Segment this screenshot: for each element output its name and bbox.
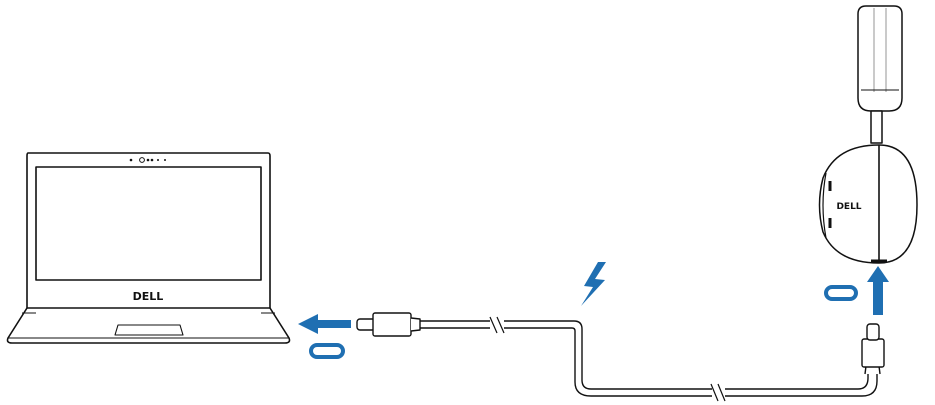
laptop-lid xyxy=(26,152,271,309)
laptop-logo: DELL xyxy=(133,290,164,303)
usb-c-port-icon xyxy=(309,343,345,359)
headset-earcup xyxy=(818,144,918,264)
usb-c-port-icon xyxy=(824,285,858,301)
headset-logo: DELL xyxy=(836,202,861,212)
laptop-screen xyxy=(35,166,262,281)
laptop-trackpad xyxy=(114,324,184,336)
webcam-icon xyxy=(129,157,166,163)
headset-headband xyxy=(857,5,903,112)
usb-c-plug-headset xyxy=(866,323,880,341)
headset-slider xyxy=(870,110,883,144)
usb-c-cable xyxy=(356,312,885,402)
laptop xyxy=(6,152,291,344)
arrow-up-icon xyxy=(867,266,889,315)
headset xyxy=(818,5,918,264)
laptop-base xyxy=(6,307,291,344)
arrow-left-icon xyxy=(298,314,351,334)
lightning-bolt-icon xyxy=(581,262,606,306)
